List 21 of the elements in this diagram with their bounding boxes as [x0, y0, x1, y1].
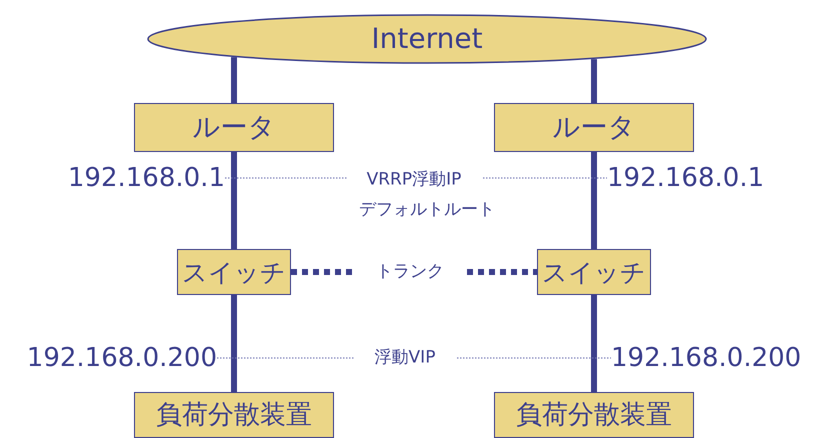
device-box: ルータ — [494, 103, 694, 152]
edge-label: VRRP浮動IP — [346, 172, 482, 188]
link-line — [231, 295, 237, 392]
device-box: 負荷分散装置 — [494, 392, 694, 438]
network-ellipse: Internet — [147, 14, 707, 64]
device-box: 負荷分散装置 — [134, 392, 334, 438]
ip-address-label: 192.168.0.200 — [611, 340, 826, 376]
note-label: デフォルトルート — [359, 202, 495, 218]
link-line — [231, 57, 237, 103]
ip-address-label: 192.168.0.1 — [20, 160, 225, 196]
link-line — [591, 152, 597, 249]
ip-address-label: 192.168.0.1 — [607, 160, 812, 196]
ip-address-label: 192.168.0.200 — [2, 340, 217, 376]
edge-label: トランク — [356, 264, 464, 280]
link-line — [231, 152, 237, 249]
edge-label: 浮動VIP — [354, 350, 456, 366]
link-line — [591, 295, 597, 392]
device-box: スイッチ — [537, 249, 651, 295]
device-box: ルータ — [134, 103, 334, 152]
device-box: スイッチ — [177, 249, 291, 295]
link-line — [591, 59, 597, 103]
